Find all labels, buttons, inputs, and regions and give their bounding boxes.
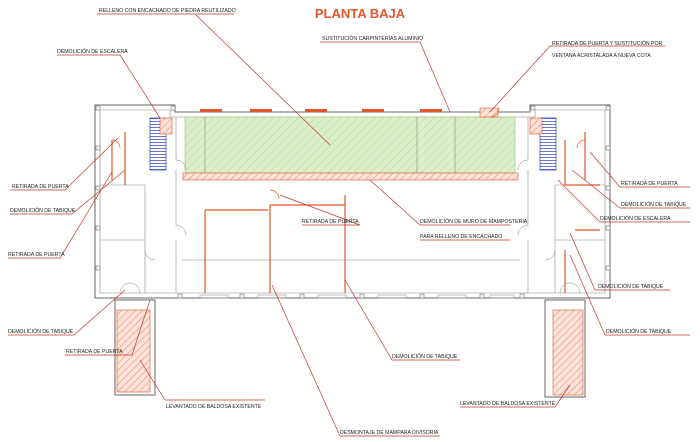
- label-retirada-puerta-center: RETIRADA DE PUERTA: [302, 219, 359, 225]
- partitions-to-demolish: [111, 132, 600, 293]
- tile-area-right: [552, 309, 584, 396]
- label-sustitucion: SUSTITUCIÓN CARPINTERÍAS ALUMINIO: [322, 35, 423, 42]
- stair-left: [149, 117, 173, 171]
- label-demolicion-escalera-right: DEMOLICIÓN DE ESCALERA: [600, 215, 671, 222]
- labels: RELLENO CON ENCACHADO DE PIEDRA REUTILIZ…: [8, 8, 687, 436]
- stair-right: [529, 117, 557, 171]
- label-retirada-sustitucion-2: VENTANA ACRISTALADA A NUEVA COTA: [552, 53, 651, 59]
- masonry-wall-demolition: [182, 172, 519, 181]
- label-demolicion-tabique-right-1: DEMOLICIÓN DE TABIQUE: [621, 201, 687, 208]
- label-demolicion-muro-1: DEMOLICIÓN DE MURO DE MAMPOSTERÍA: [420, 218, 528, 225]
- bottom-windows: [199, 294, 515, 299]
- label-retirada-puerta-right: RETIRADA DE PUERTA: [621, 181, 678, 187]
- label-levantado-right: LEVANTADO DE BALDOSA EXISTENTE: [460, 401, 556, 407]
- label-retirada-puerta-left-2: RETIRADA DE PUERTA: [8, 252, 65, 258]
- label-demolicion-tabique-right-2: DEMOLICIÓN DE TABIQUE: [598, 283, 664, 290]
- leader-lines: [8, 13, 690, 437]
- door-removal-arcs: [111, 107, 586, 200]
- interior-walls: [100, 117, 605, 293]
- label-demolicion-tabique-center: DEMOLICIÓN DE TABIQUE: [392, 353, 458, 360]
- label-demolicion-tabique-left-2: DEMOLICIÓN DE TABIQUE: [8, 328, 74, 335]
- label-retirada-puerta-left-3: RETIRADA DE PUERTA: [66, 349, 123, 355]
- infill-area: [184, 116, 516, 174]
- label-levantado-left: LEVANTADO DE BALDOSA EXISTENTE: [166, 404, 262, 410]
- label-demolicion-tabique-left-1: DEMOLICIÓN DE TABIQUE: [10, 207, 76, 214]
- label-desmontaje: DESMONTAJE DE MAMPARA DIVISORIA: [340, 430, 439, 436]
- top-windows: [200, 109, 442, 112]
- label-demolicion-muro-2: PARA RELLENO DE ENCACHADO: [420, 234, 502, 240]
- label-retirada-sustitucion-1: RETIRADA DE PUERTA Y SUSTITUCIÓN POR: [552, 40, 663, 47]
- label-retirada-puerta-left-1: RETIRADA DE PUERTA: [12, 184, 69, 190]
- label-relleno: RELLENO CON ENCACHADO DE PIEDRA REUTILIZ…: [99, 8, 236, 14]
- plan-title: PLANTA BAJA: [315, 6, 406, 21]
- tile-area-left: [116, 309, 151, 393]
- label-demolicion-escalera-left: DEMOLICIÓN DE ESCALERA: [57, 48, 128, 55]
- label-demolicion-tabique-right-3: DEMOLICIÓN DE TABIQUE: [606, 328, 672, 335]
- door-swings: [119, 159, 581, 294]
- wall-piers: [95, 105, 611, 299]
